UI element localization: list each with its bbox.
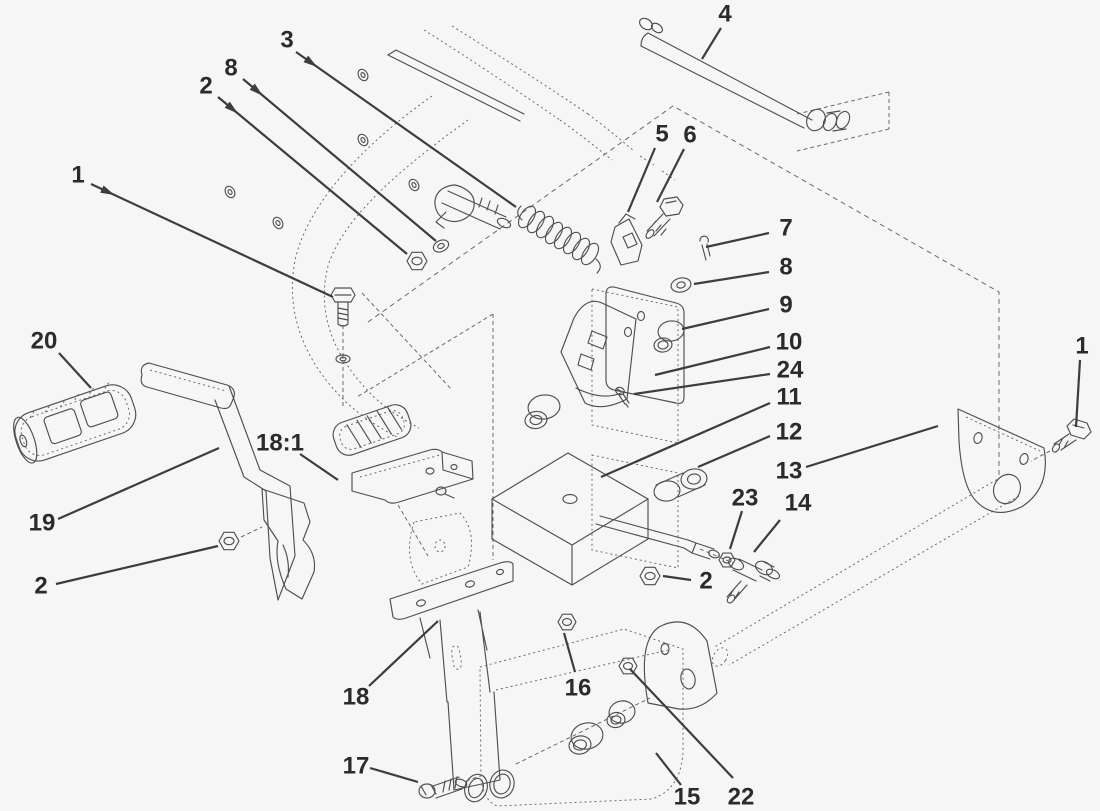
cross-shaft — [711, 476, 1020, 667]
upper-control-rod — [387, 49, 525, 122]
callout-label-15: 15 — [674, 784, 701, 811]
phantom-plane-lines — [342, 91, 1000, 560]
pivot-pin-14 — [726, 557, 781, 604]
leader-line-6 — [656, 148, 685, 203]
nut-22 — [618, 657, 638, 675]
cable-clamp-assembly — [434, 184, 512, 230]
callout-label-1-right: 1 — [1075, 333, 1088, 360]
leader-line-3-top — [295, 51, 517, 208]
grip-20 — [13, 379, 137, 464]
bolt-1-right — [1030, 418, 1092, 462]
spring-3 — [517, 205, 601, 274]
callout-label-20: 20 — [31, 328, 58, 355]
bracket-13 — [957, 408, 1046, 513]
callout-label-7: 7 — [779, 215, 792, 242]
clip-bracket-5 — [610, 213, 643, 266]
callout-label-19: 19 — [29, 510, 56, 537]
leader-arrow-8-top — [249, 83, 263, 96]
screw-24 — [615, 386, 630, 408]
leader-line-22 — [629, 668, 734, 779]
callout-label-3-top: 3 — [280, 27, 293, 54]
leader-arrow-3-top — [303, 55, 318, 67]
leader-line-9 — [681, 307, 770, 331]
callout-label-2-mid: 2 — [699, 568, 712, 595]
callout-label-16: 16 — [565, 675, 592, 702]
callout-label-14: 14 — [785, 490, 812, 517]
leader-line-16 — [562, 632, 577, 673]
leader-line-17 — [369, 766, 419, 784]
bracket-18 — [389, 561, 514, 803]
leader-arrow-2-top — [224, 101, 238, 114]
leader-line-7 — [705, 231, 770, 249]
leader-line-20 — [58, 352, 92, 389]
leader-line-2-top — [217, 96, 408, 255]
bolt-6 — [645, 196, 684, 239]
callout-label-12: 12 — [776, 419, 803, 446]
bracket-15 — [479, 613, 718, 807]
lever-bracket — [261, 488, 316, 600]
callout-label-2-top: 2 — [199, 73, 212, 100]
leader-line-8-top — [242, 78, 437, 242]
callout-label-6: 6 — [683, 122, 696, 149]
pedal-18-1 — [332, 404, 474, 585]
leader-line-18-1 — [299, 453, 339, 481]
leader-line-15 — [655, 752, 682, 786]
lever-19 — [140, 362, 296, 601]
callout-label-8-right: 8 — [779, 254, 792, 281]
callout-label-11: 11 — [776, 384, 801, 411]
nut-2-upper — [406, 251, 428, 271]
callout-label-9: 9 — [779, 292, 792, 319]
nut-2-left — [218, 526, 263, 551]
leader-line-14 — [753, 519, 781, 553]
callout-label-5: 5 — [655, 121, 668, 148]
leader-line-24 — [633, 372, 771, 396]
cable-conduits — [291, 25, 676, 438]
nut-2-mid — [639, 566, 661, 586]
callout-label-17: 17 — [343, 753, 370, 780]
callout-label-24: 24 — [777, 357, 804, 384]
bolt-1-left — [330, 287, 356, 364]
callout-label-8-top: 8 — [224, 55, 237, 82]
leader-line-18 — [368, 620, 439, 687]
leader-line-8-right — [693, 270, 770, 286]
leader-arrow-1-left — [100, 185, 115, 196]
callout-label-2-left: 2 — [34, 573, 47, 600]
bolt-17 — [418, 773, 487, 799]
lower-link-assembly — [491, 452, 781, 604]
leader-line-23 — [728, 510, 744, 550]
nut-16 — [557, 613, 577, 631]
leader-line-4 — [701, 27, 722, 60]
callout-label-18: 18 — [343, 684, 370, 711]
leader-line-13 — [805, 424, 939, 469]
cotter-pin-7 — [699, 235, 711, 261]
washer-8-right — [670, 277, 692, 293]
callout-label-22: 22 — [728, 784, 755, 811]
leader-line-19 — [57, 446, 220, 521]
leader-line-1-left — [90, 183, 334, 298]
callout-label-4: 4 — [718, 1, 732, 28]
callout-label-13: 13 — [776, 458, 803, 485]
leader-line-12 — [697, 434, 771, 469]
leader-line-10 — [654, 345, 771, 377]
rod-4 — [639, 17, 851, 132]
washer-8-upper — [432, 239, 450, 253]
leader-line-1-right — [1074, 359, 1082, 428]
leader-line-2-left — [55, 544, 219, 586]
callout-label-23: 23 — [732, 485, 759, 512]
leader-line-2-mid — [662, 574, 692, 582]
console-hole-grommets — [224, 68, 420, 230]
leader-line-11 — [600, 401, 771, 479]
callout-label-10: 10 — [776, 329, 803, 356]
spacer-12 — [653, 468, 708, 502]
leader-line-5 — [626, 147, 657, 213]
callout-label-18-1: 18:1 — [256, 430, 304, 457]
callout-label-1-left: 1 — [71, 162, 84, 189]
